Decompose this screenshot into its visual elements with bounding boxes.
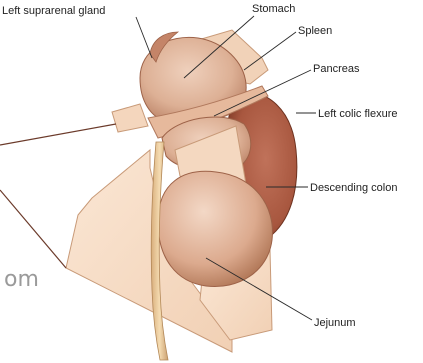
label-pancreas: Pancreas — [313, 63, 360, 75]
label-jejunum: Jejunum — [314, 317, 356, 329]
label-left-suprarenal-gland: Left suprarenal gland — [2, 5, 105, 17]
partial-text-overlay: om — [4, 267, 39, 292]
label-left-colic-flexure: Left colic flexure — [318, 108, 397, 120]
leader-external-lower — [0, 190, 66, 268]
peritoneum-tab — [112, 104, 148, 132]
label-descending-colon: Descending colon — [310, 182, 397, 194]
leader-external-upper — [0, 124, 116, 145]
label-spleen: Spleen — [298, 25, 332, 37]
label-group-left-suprarenal-gland: Left suprarenal gland — [2, 5, 152, 58]
label-group-left-colic-flexure: Left colic flexure — [296, 108, 397, 120]
label-stomach: Stomach — [252, 3, 295, 15]
